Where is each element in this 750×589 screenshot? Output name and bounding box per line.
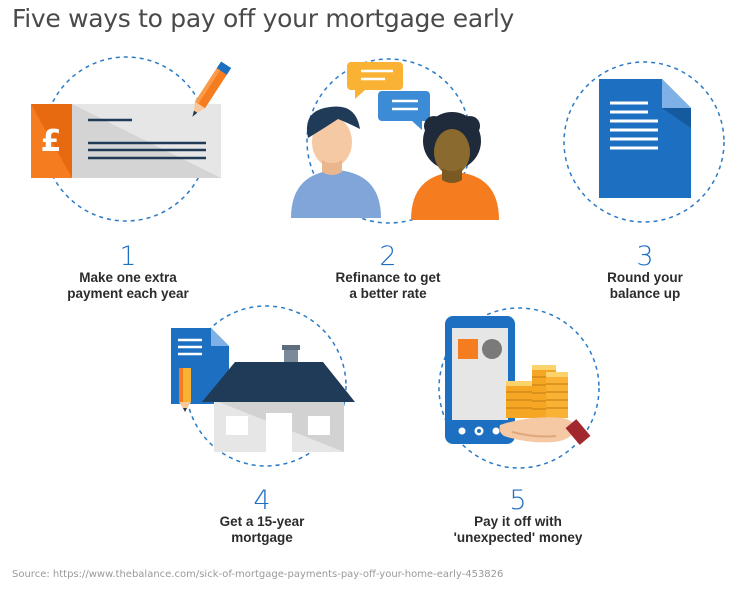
step-3-caption-line2: balance up [609,286,681,301]
step-3-caption: Round your balance up [545,270,745,302]
house-contract-icon [171,305,355,467]
step-5-caption: Pay it off with 'unexpected' money [418,514,618,546]
step-1-caption-line1: Make one extra [79,270,177,285]
pencil-icon [179,368,191,412]
chimney [284,348,298,362]
step-4-caption-line2: mortgage [231,530,293,545]
step-1-caption-line2: payment each year [67,286,189,301]
step-4-number: 4 [253,485,271,516]
door [266,413,292,452]
phone-coins-hand-icon [438,307,600,469]
step-3-number: 3 [636,241,654,272]
step-2-number: 2 [379,241,397,272]
document-icon [563,61,725,223]
people-conversation-icon [291,58,499,224]
dashed-circle-3 [563,61,725,223]
step-2-caption-line1: Refinance to get [335,270,441,285]
step-1-caption: Make one extra payment each year [28,270,228,302]
step-2-caption: Refinance to get a better rate [288,270,488,302]
man-face [312,117,352,167]
man-hair [306,106,360,138]
step-4-caption: Get a 15-year mortgage [162,514,362,546]
coin-stack-icon [506,365,568,418]
roof [202,362,355,402]
step-4-caption-line1: Get a 15-year [219,514,305,529]
page-title: Five ways to pay off your mortgage early [12,4,514,33]
step-5-number: 5 [509,485,527,516]
step-3-caption-line1: Round your [607,270,683,285]
step-5-caption-line2: 'unexpected' money [453,530,583,545]
pound-symbol: £ [41,124,62,159]
pen-icon [192,61,232,117]
cheque-pen-icon: £ [31,56,232,222]
step-2-caption-line2: a better rate [349,286,427,301]
woman-face [434,129,470,175]
hand [499,417,576,443]
man-body [291,170,381,218]
woman-body [411,172,499,220]
speech-bubble-blue [378,91,430,130]
sleeve [565,419,591,445]
step-5-caption-line1: Pay it off with [474,514,562,529]
source-note: Source: https://www.thebalance.com/sick-… [12,569,504,580]
step-1-number: 1 [119,241,137,272]
dashed-circle-5 [438,307,600,469]
